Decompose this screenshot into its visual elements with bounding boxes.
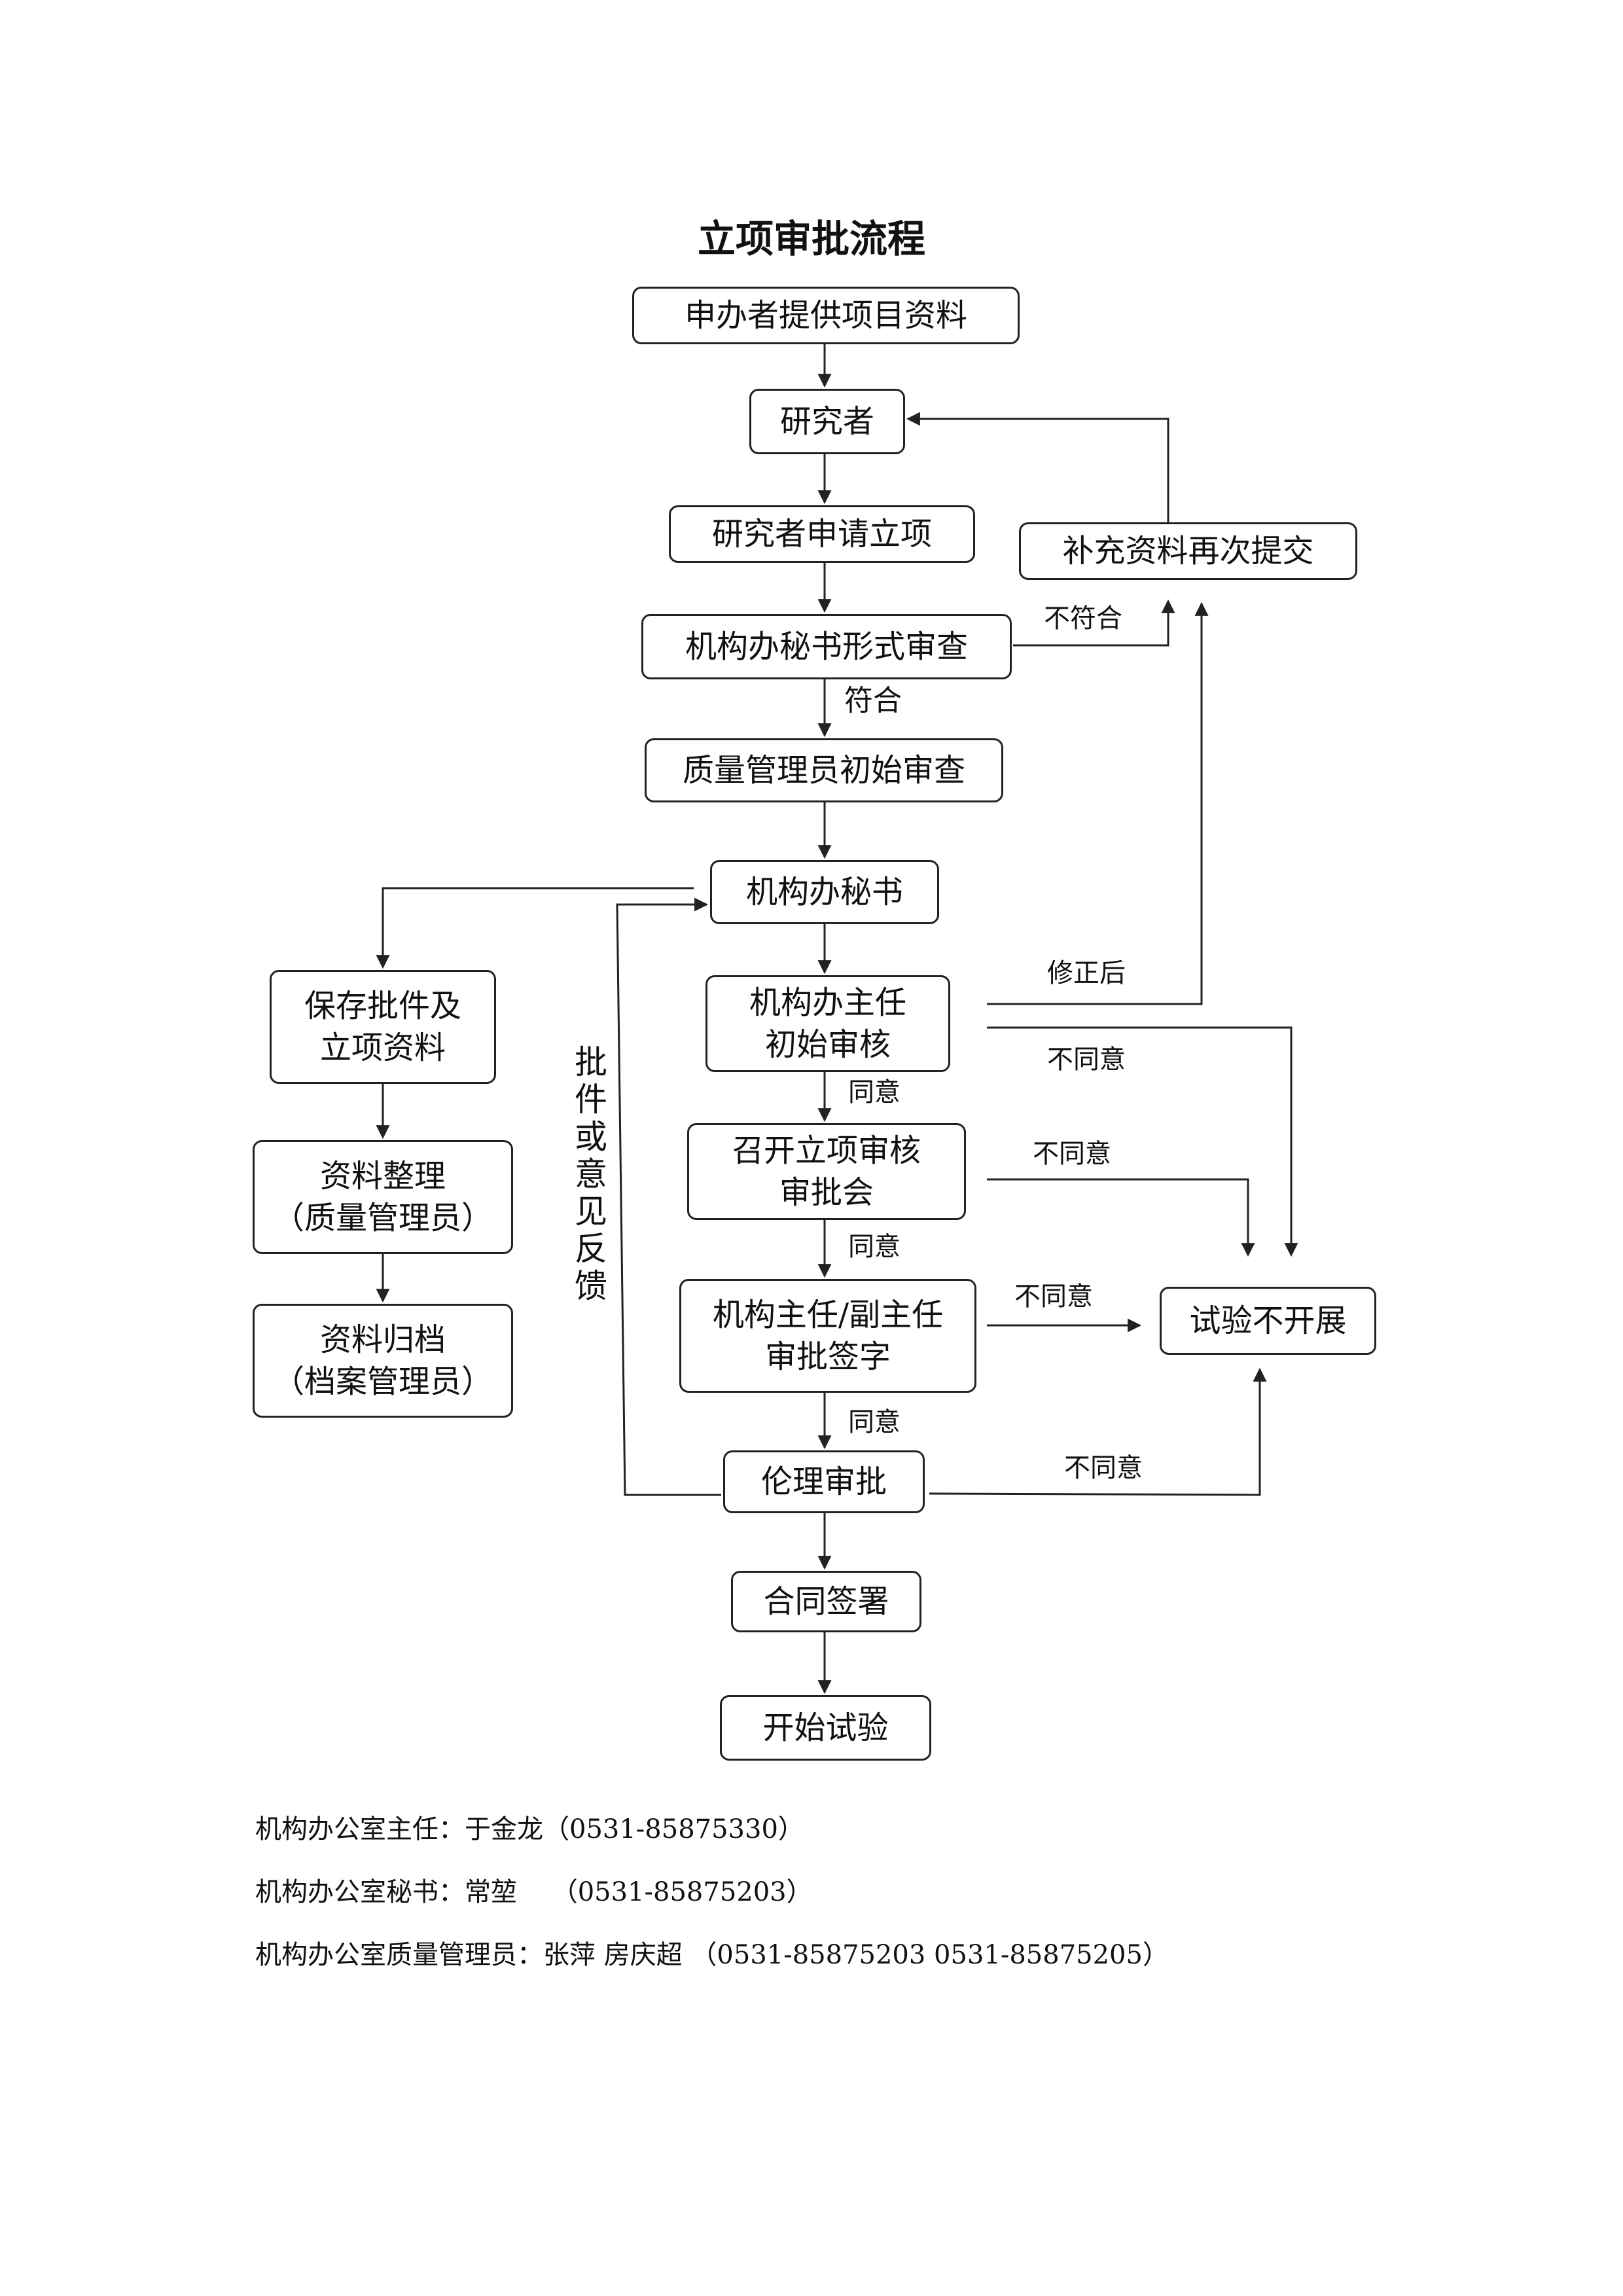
node-start: 开始试验 <box>720 1695 931 1761</box>
arrow-meeting-notcarried <box>987 1178 1255 1257</box>
label-disagree-2: 不同意 <box>1033 1139 1111 1169</box>
node-save: 保存批件及 立项资料 <box>270 970 496 1084</box>
node-formal-review: 机构办秘书形式审查 <box>641 614 1012 679</box>
footer-director-contact: 机构办公室主任：于金龙（0531-85875330） <box>255 1814 804 1844</box>
label-agree-1: 同意 <box>848 1077 901 1107</box>
label-after-correction: 修正后 <box>1047 958 1126 988</box>
arrow-supplement-researcher <box>906 412 1169 522</box>
node-supplement: 补充资料再次提交 <box>1019 522 1357 580</box>
node-meeting: 召开立项审核 审批会 <box>687 1123 966 1220</box>
node-sign: 机构主任/副主任 审批签字 <box>679 1279 976 1393</box>
label-not-conform: 不符合 <box>1044 603 1122 634</box>
arrow-ethics-feedback <box>616 897 721 1496</box>
label-disagree-4: 不同意 <box>1064 1453 1143 1483</box>
node-qm-review: 质量管理员初始审查 <box>645 738 1003 802</box>
node-not-carried: 试验不开展 <box>1160 1287 1376 1355</box>
arrow-ethics-notcarried <box>929 1367 1267 1496</box>
node-organize: 资料整理 （质量管理员） <box>253 1140 513 1254</box>
node-ethics: 伦理审批 <box>723 1450 925 1513</box>
label-conform: 符合 <box>844 684 902 717</box>
label-agree-3: 同意 <box>848 1407 901 1437</box>
footer-quality-contact: 机构办公室质量管理员：张萍 房庆超 （0531-85875203 0531-85… <box>255 1940 1169 1970</box>
node-apply: 研究者申请立项 <box>669 505 975 563</box>
label-disagree-1: 不同意 <box>1047 1045 1126 1075</box>
arrow-formal-supplement <box>1013 599 1175 647</box>
arrow-director-notcarried <box>987 1026 1298 1257</box>
node-submit: 申办者提供项目资料 <box>632 287 1020 344</box>
footer-secretary-contact: 机构办公室秘书：常堃 （0531-85875203） <box>255 1877 813 1907</box>
page-title: 立项审批流程 <box>697 217 925 261</box>
node-director-review: 机构办主任 初始审核 <box>705 975 950 1072</box>
label-agree-2: 同意 <box>848 1232 901 1262</box>
arrow-secretary-save <box>376 887 694 969</box>
node-contract: 合同签署 <box>731 1571 921 1632</box>
label-disagree-3: 不同意 <box>1014 1282 1093 1312</box>
arrow-director-supplement <box>987 601 1209 1005</box>
node-archive: 资料归档 （档案管理员） <box>253 1304 513 1418</box>
node-researcher: 研究者 <box>749 389 905 454</box>
node-secretary: 机构办秘书 <box>710 860 939 924</box>
label-feedback-vertical: 批件或意见反馈 <box>575 1043 607 1305</box>
